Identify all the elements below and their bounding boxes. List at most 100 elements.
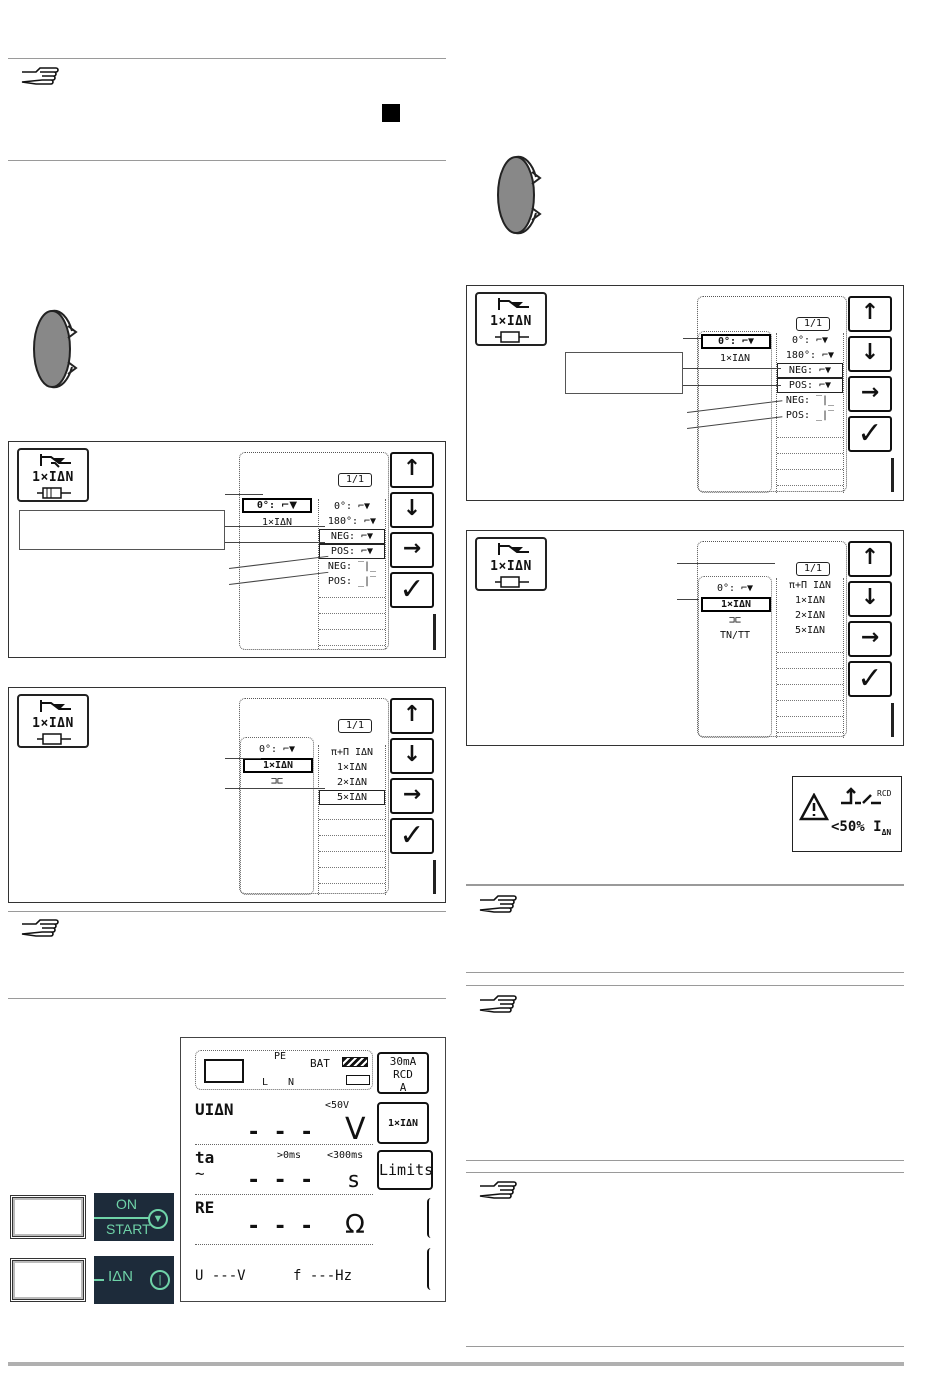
confirm-check-button[interactable]: ✓ <box>848 416 892 452</box>
left-column: 0°: ⌐▼ 1×IΔN ⊐⊏ <box>240 737 314 895</box>
rcd-test-icon: 1×IΔN <box>17 448 89 502</box>
idn-info-icon: | <box>150 1270 170 1290</box>
softkey-bracket[interactable] <box>427 1198 431 1238</box>
divider <box>466 884 904 886</box>
warning-triangle-icon <box>799 793 829 821</box>
page-indicator: 1/1 <box>796 317 830 331</box>
selected-item[interactable]: 1×IΔN <box>243 758 313 773</box>
option-1x[interactable]: 1×IΔN <box>336 762 368 773</box>
device-status-icon <box>204 1059 244 1083</box>
down-arrow-button[interactable]: ↓ <box>390 738 434 774</box>
ac-symbol: ~ <box>195 1164 205 1183</box>
option-0deg[interactable]: 0°: ⌐▼ <box>333 501 371 512</box>
icon-label: 1×IΔN <box>32 716 74 731</box>
options-column: π+Π IΔN 1×IΔN 2×IΔN 5×IΔN <box>776 578 844 738</box>
page-footer-bar <box>8 1362 904 1366</box>
option-ramp[interactable]: π+Π IΔN <box>788 580 832 591</box>
divider <box>466 1160 904 1161</box>
rcd-test-icon: 1×IΔN <box>475 537 547 591</box>
pointing-hand-icon <box>479 995 517 1013</box>
right-arrow-button[interactable]: → <box>848 621 892 657</box>
option-neg-dc[interactable]: NEG: ‾|_ <box>327 561 377 572</box>
re-label: RE <box>195 1198 215 1217</box>
rotary-knob-icon <box>497 155 542 235</box>
confirm-check-button[interactable]: ✓ <box>390 818 434 854</box>
right-arrow-button[interactable]: → <box>848 376 892 412</box>
limits-button[interactable]: Limits <box>377 1150 433 1190</box>
end-marker-icon <box>382 104 400 122</box>
divider <box>8 58 446 59</box>
option-ramp[interactable]: π+Π IΔN <box>330 747 374 758</box>
down-arrow-button[interactable]: ↓ <box>848 336 892 372</box>
down-arrow-button[interactable]: ↓ <box>390 492 434 528</box>
rcd-warning-box: RCD <50% IΔN <box>792 776 902 852</box>
icon-label: 1×IΔN <box>490 559 532 574</box>
menu-panel-multiplier: 1×IΔN 1/1 0°: ⌐▼ 1×IΔN ⊐⊏ TN/TT π+Π IΔN … <box>466 530 904 746</box>
rotary-knob-icon <box>33 309 78 389</box>
scrollbar[interactable] <box>891 703 894 737</box>
option-5x[interactable]: 5×IΔN <box>794 625 826 636</box>
selected-item[interactable]: 1×IΔN <box>701 597 771 612</box>
right-arrow-button[interactable]: → <box>390 532 434 568</box>
u-label: UIΔN <box>195 1100 234 1119</box>
option-neg-half[interactable]: NEG: ⌐▼ <box>777 363 843 378</box>
status-bar: PE L N BAT <box>195 1050 373 1090</box>
lcd-list: 1/1 0°: ⌐▼ 1×IΔN ⊐⊏ π+Π IΔN 1×IΔN 2×IΔN … <box>239 698 389 895</box>
left-column: 0°: ⌐▼ 1×IΔN ⊐⊏ TN/TT <box>698 576 772 738</box>
menu-panel-phase: 1×IΔN 1/1 0°: ⌐▼ 1×IΔN 0°: ⌐▼ 180°: ⌐▼ N… <box>8 441 446 658</box>
up-arrow-button[interactable]: ↑ <box>848 296 892 332</box>
selected-item[interactable]: 0°: ⌐▼ <box>242 498 312 513</box>
idn-key-button[interactable] <box>10 1258 86 1302</box>
scrollbar[interactable] <box>433 860 436 894</box>
selected-item[interactable]: 0°: ⌐▼ <box>701 334 771 349</box>
option-2x[interactable]: 2×IΔN <box>794 610 826 621</box>
down-arrow-button[interactable]: ↓ <box>848 581 892 617</box>
icon-label: 1×IΔN <box>490 314 532 329</box>
pointing-hand-icon <box>479 1181 517 1199</box>
right-arrow-button[interactable]: → <box>390 778 434 814</box>
confirm-check-button[interactable]: ✓ <box>848 661 892 697</box>
rcd-threshold-text: <50% IΔN <box>831 819 892 837</box>
option-180deg[interactable]: 180°: ⌐▼ <box>785 350 835 361</box>
option-0deg[interactable]: 0°: ⌐▼ <box>791 335 829 346</box>
option-pos-half[interactable]: POS: ⌐▼ <box>319 544 385 559</box>
scrollbar[interactable] <box>891 458 894 492</box>
option-2x[interactable]: 2×IΔN <box>336 777 368 788</box>
test-mode-button[interactable]: 1×IΔN <box>377 1102 429 1144</box>
page-indicator: 1/1 <box>796 562 830 576</box>
left-column: 0°: ⌐▼ 1×IΔN <box>698 331 772 493</box>
divider <box>8 911 446 912</box>
l-label: L <box>262 1077 269 1088</box>
t-limit-min: >0ms <box>277 1150 302 1161</box>
up-arrow-button[interactable]: ↑ <box>390 452 434 488</box>
confirm-check-button[interactable]: ✓ <box>390 572 434 608</box>
softkey-bracket[interactable] <box>427 1248 431 1290</box>
on-start-key-label: ON START ▼ <box>94 1193 174 1241</box>
up-arrow-button[interactable]: ↑ <box>390 698 434 734</box>
triangle-down-icon: ▼ <box>148 1209 168 1229</box>
option-pos-dc[interactable]: POS: _|‾ <box>327 576 377 587</box>
probe-icon: ⊐⊏ <box>270 776 284 787</box>
option-pos-half[interactable]: POS: ⌐▼ <box>777 378 843 393</box>
scrollbar[interactable] <box>433 614 436 650</box>
re-value: - - - <box>247 1214 314 1239</box>
option-180deg[interactable]: 180°: ⌐▼ <box>327 516 377 527</box>
divider <box>466 972 904 973</box>
option-1x[interactable]: 1×IΔN <box>794 595 826 606</box>
icon-label: 1×IΔN <box>32 470 74 485</box>
option-5x[interactable]: 5×IΔN <box>319 790 385 805</box>
divider <box>8 998 446 999</box>
option-pos-dc[interactable]: POS: _|‾ <box>785 410 835 421</box>
menu-panel-phase: 1×IΔN 1/1 0°: ⌐▼ 1×IΔN 0°: ⌐▼ 180°: ⌐▼ N… <box>466 285 904 501</box>
up-arrow-button[interactable]: ↑ <box>848 541 892 577</box>
annotation-box <box>19 510 225 550</box>
pointing-hand-icon <box>21 919 59 937</box>
page-indicator: 1/1 <box>338 473 372 487</box>
pe-label: PE <box>274 1051 287 1062</box>
option-neg-dc[interactable]: NEG: ‾|_ <box>785 395 835 406</box>
start-key-button[interactable] <box>10 1195 86 1239</box>
t-label: ta <box>195 1148 215 1167</box>
option-neg-half[interactable]: NEG: ⌐▼ <box>319 529 385 544</box>
divider <box>8 160 446 161</box>
